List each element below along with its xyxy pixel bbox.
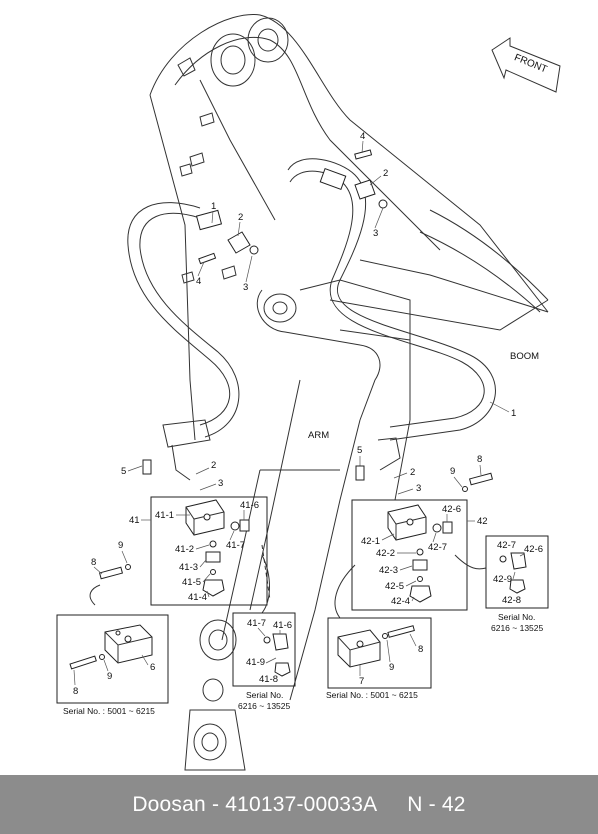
callout: 4 bbox=[196, 276, 201, 287]
callout: 41-2 bbox=[175, 544, 194, 555]
boom-structure bbox=[149, 13, 549, 441]
callout: 2 bbox=[410, 467, 415, 478]
callout: 41-7 bbox=[226, 540, 245, 551]
front-label: FRONT bbox=[513, 52, 549, 75]
serial-note-left: Serial No. : 5001 ~ 6215 bbox=[63, 706, 155, 716]
callout: 41-9 bbox=[246, 657, 265, 668]
callout: 9 bbox=[107, 671, 112, 682]
boom-label: BOOM bbox=[510, 351, 539, 362]
callout: 41-6 bbox=[240, 500, 259, 511]
footer-page-code: N - 42 bbox=[407, 792, 466, 816]
callout: 42-1 bbox=[361, 536, 380, 547]
arm-label: ARM bbox=[308, 430, 329, 441]
callout: 42-3 bbox=[379, 565, 398, 576]
callout: 42-6 bbox=[524, 544, 543, 555]
detail-box-42 bbox=[351, 499, 468, 611]
callout: 2 bbox=[211, 460, 216, 471]
callout: 7 bbox=[359, 676, 364, 687]
callout: 2 bbox=[238, 212, 243, 223]
serial-note-right-range: 6216 ~ 13525 bbox=[491, 623, 544, 633]
callout: 3 bbox=[218, 478, 223, 489]
callout: 8 bbox=[477, 454, 482, 465]
callout: 41-1 bbox=[155, 510, 174, 521]
callout: 3 bbox=[243, 282, 248, 293]
callout: 41-5 bbox=[182, 577, 201, 588]
callout: 41-3 bbox=[179, 562, 198, 573]
hose-left bbox=[127, 202, 240, 481]
callout: 9 bbox=[118, 540, 123, 551]
callout: 41-4 bbox=[188, 592, 207, 603]
front-direction-arrow: FRONT bbox=[491, 37, 561, 93]
detail-box-d2 bbox=[232, 612, 296, 687]
callout: 3 bbox=[373, 228, 378, 239]
callout: 42-7 bbox=[497, 540, 516, 551]
callout: 41-7 bbox=[247, 618, 266, 629]
footer-bar: Doosan - 410137-00033A N - 42 bbox=[0, 775, 598, 834]
callout: 8 bbox=[91, 557, 96, 568]
callout: 42 bbox=[477, 516, 488, 527]
exploded-view-svg: FRONT BOOM bbox=[56, 13, 561, 771]
callout: 6 bbox=[150, 662, 155, 673]
callout: 8 bbox=[73, 686, 78, 697]
detail-box-d4 bbox=[485, 535, 549, 609]
arm-structure bbox=[184, 279, 411, 771]
serial-note-right-title: Serial No. bbox=[498, 612, 535, 622]
callout: 5 bbox=[121, 466, 126, 477]
callout: 42-9 bbox=[493, 574, 512, 585]
callout: 42-5 bbox=[385, 581, 404, 592]
callout: 4 bbox=[360, 131, 365, 142]
hose-right bbox=[287, 158, 496, 471]
serial-note-middle-title: Serial No. bbox=[246, 690, 283, 700]
detail-box-41 bbox=[150, 496, 268, 606]
fitting-top-left bbox=[195, 209, 259, 265]
callout: 42-6 bbox=[442, 504, 461, 515]
callout: 1 bbox=[211, 201, 216, 212]
callout: 3 bbox=[416, 483, 421, 494]
callout: 9 bbox=[389, 662, 394, 673]
callout: 42-2 bbox=[376, 548, 395, 559]
footer-part-number: 410137-00033A bbox=[225, 792, 378, 816]
footer-separator: - bbox=[211, 792, 220, 816]
detail-box-d3 bbox=[327, 617, 432, 689]
callout: 42-8 bbox=[502, 595, 521, 606]
serial-note-center: Serial No. : 5001 ~ 6215 bbox=[326, 690, 418, 700]
callout: 41-8 bbox=[259, 674, 278, 685]
callout: 41 bbox=[129, 515, 140, 526]
footer-brand: Doosan bbox=[132, 792, 206, 816]
callout: 8 bbox=[418, 644, 423, 655]
callout: 9 bbox=[450, 466, 455, 477]
callout: 2 bbox=[383, 168, 388, 179]
detail-box-d1 bbox=[56, 614, 169, 704]
callout: 42-7 bbox=[428, 542, 447, 553]
callout: 41-6 bbox=[273, 620, 292, 631]
callout: 1 bbox=[511, 408, 516, 419]
callout: 5 bbox=[357, 445, 362, 456]
serial-note-middle-range: 6216 ~ 13525 bbox=[238, 701, 291, 711]
callout: 42-4 bbox=[391, 596, 410, 607]
parts-diagram: FRONT BOOM bbox=[56, 13, 561, 771]
